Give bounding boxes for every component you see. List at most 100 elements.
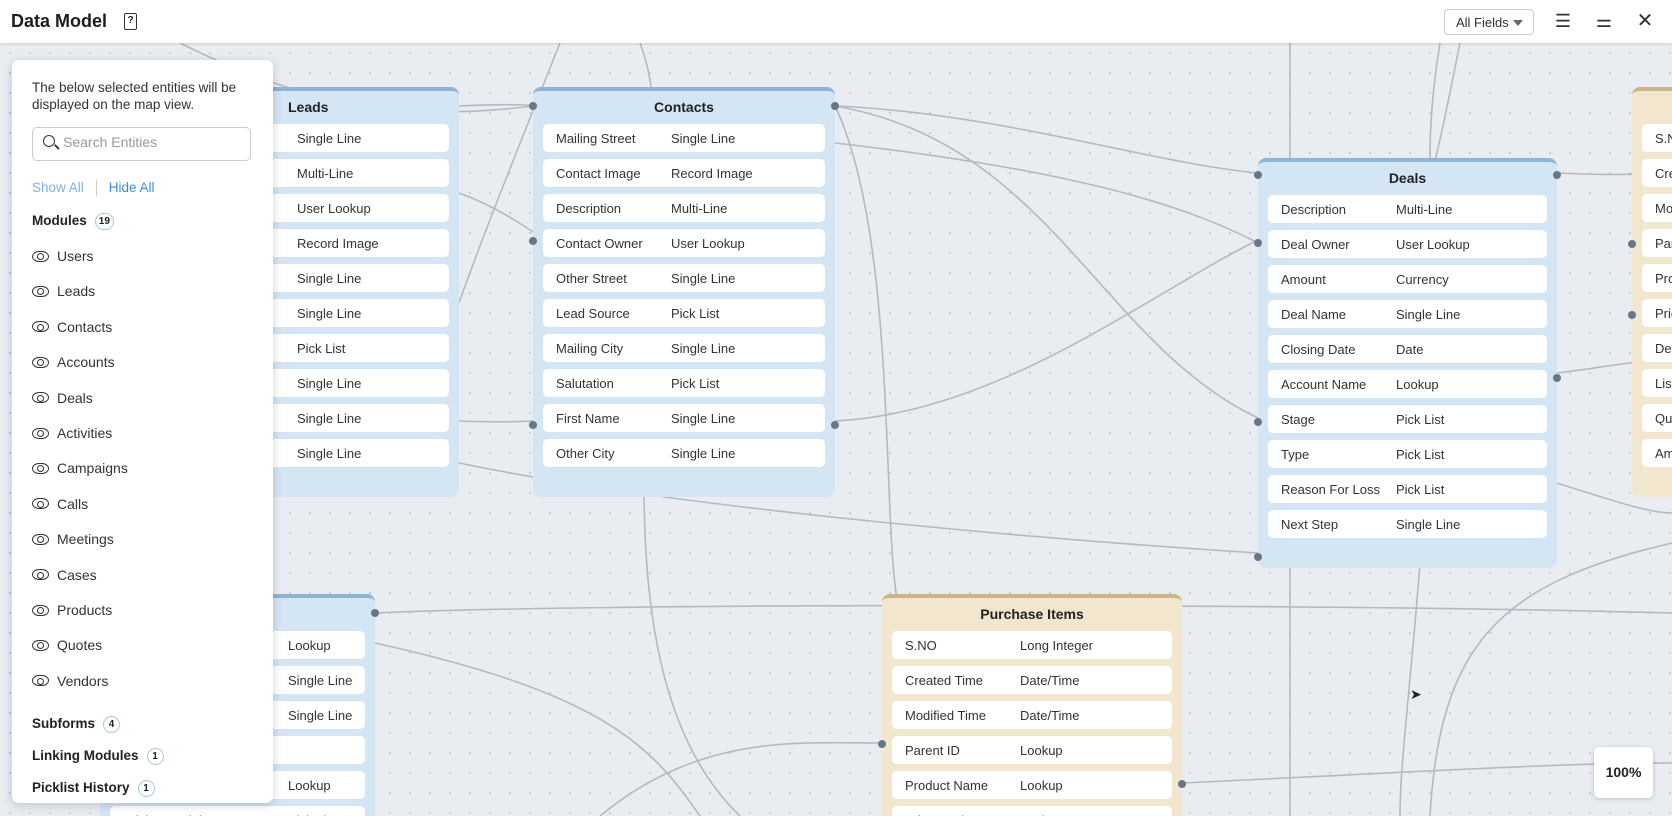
- module-item-activities[interactable]: Activities: [32, 423, 112, 443]
- field-list-icon[interactable]: ☰: [1554, 11, 1572, 31]
- module-item-users[interactable]: Users: [32, 246, 94, 266]
- settings-sliders-icon[interactable]: ⚌: [1595, 11, 1613, 31]
- eye-icon[interactable]: [32, 462, 49, 474]
- connector-handle[interactable]: [529, 102, 537, 110]
- eye-icon[interactable]: [32, 639, 49, 651]
- eye-icon[interactable]: [32, 356, 49, 368]
- zoom-level-button[interactable]: 100%: [1594, 747, 1653, 798]
- field-row[interactable]: S.NO: [1642, 124, 1672, 152]
- eye-icon[interactable]: [32, 498, 49, 510]
- search-entities-field[interactable]: [32, 127, 251, 161]
- eye-icon[interactable]: [32, 604, 49, 616]
- show-all-link[interactable]: Show All: [32, 180, 84, 195]
- eye-icon[interactable]: [32, 427, 49, 439]
- field-row[interactable]: Created Time: [1642, 159, 1672, 187]
- field-row[interactable]: Parent ID: [1642, 229, 1672, 257]
- field-row[interactable]: Pricing ModelPick List: [110, 806, 365, 816]
- search-entities-input[interactable]: [63, 134, 243, 150]
- eye-icon[interactable]: [32, 392, 49, 404]
- connector-handle[interactable]: [831, 421, 839, 429]
- connector-handle[interactable]: [1254, 239, 1262, 247]
- field-type: Single Line: [288, 673, 353, 688]
- field-row[interactable]: Description: [1642, 334, 1672, 362]
- connector-handle[interactable]: [1254, 171, 1262, 179]
- field-filter-dropdown[interactable]: All Fields: [1444, 9, 1534, 35]
- connector-handle[interactable]: [831, 102, 839, 110]
- eye-icon[interactable]: [32, 250, 49, 262]
- field-row[interactable]: Price: [1642, 299, 1672, 327]
- eye-icon[interactable]: [32, 675, 49, 687]
- module-item-vendors[interactable]: Vendors: [32, 671, 108, 691]
- connector-handle[interactable]: [878, 740, 886, 748]
- close-icon[interactable]: ✕: [1636, 10, 1654, 32]
- field-row[interactable]: List Price: [1642, 369, 1672, 397]
- module-item-products[interactable]: Products: [32, 600, 112, 620]
- field-row[interactable]: Amount: [1642, 439, 1672, 467]
- field-row[interactable]: Modified Time: [1642, 194, 1672, 222]
- module-item-cases[interactable]: Cases: [32, 565, 97, 585]
- hide-all-link[interactable]: Hide All: [108, 180, 155, 195]
- connector-handle[interactable]: [529, 237, 537, 245]
- eye-icon[interactable]: [32, 285, 49, 297]
- connector-handle[interactable]: [1553, 171, 1561, 179]
- field-name: Modified Time: [1655, 201, 1672, 216]
- module-item-campaigns[interactable]: Campaigns: [32, 458, 128, 478]
- help-book-icon[interactable]: ?: [124, 13, 137, 30]
- module-item-meetings[interactable]: Meetings: [32, 529, 114, 549]
- module-item-calls[interactable]: Calls: [32, 494, 88, 514]
- connector-handle[interactable]: [1553, 374, 1561, 382]
- module-item-leads[interactable]: Leads: [32, 281, 95, 301]
- module-item-accounts[interactable]: Accounts: [32, 352, 115, 372]
- connector-handle[interactable]: [1178, 780, 1186, 788]
- field-row[interactable]: Quantity: [1642, 404, 1672, 432]
- connector-handle[interactable]: [1254, 553, 1262, 561]
- module-item-contacts[interactable]: Contacts: [32, 317, 112, 337]
- connector-handle[interactable]: [1254, 418, 1262, 426]
- module-item-quotes[interactable]: Quotes: [32, 635, 102, 655]
- eye-icon[interactable]: [32, 533, 49, 545]
- connector-handle[interactable]: [529, 421, 537, 429]
- connector-handle[interactable]: [371, 609, 379, 617]
- field-row[interactable]: Price BookLookup: [892, 806, 1172, 816]
- connector-handle[interactable]: [1628, 311, 1636, 319]
- connector-handle[interactable]: [1628, 240, 1636, 248]
- module-item-deals[interactable]: Deals: [32, 388, 93, 408]
- field-row[interactable]: Product Name: [1642, 264, 1672, 292]
- eye-icon[interactable]: [32, 321, 49, 333]
- eye-icon[interactable]: [32, 569, 49, 581]
